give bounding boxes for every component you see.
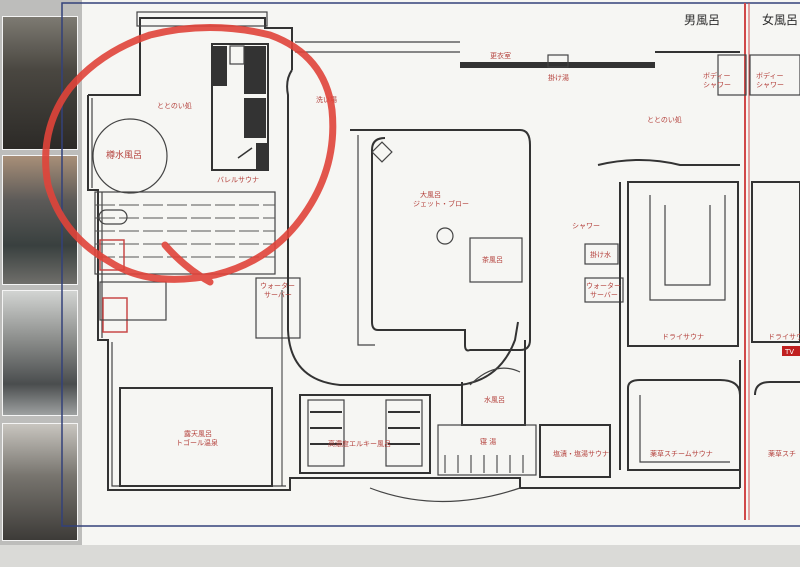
- barrel-sauna-bench-3: [244, 98, 266, 138]
- deck-tub: [98, 209, 128, 225]
- outdoor-photo: [2, 290, 78, 416]
- water-server-left-l1: ウォーター: [260, 281, 295, 290]
- main-bath: [350, 129, 531, 352]
- energy-bath: [299, 394, 431, 474]
- water-server-left-l2: サーバー: [264, 291, 292, 299]
- barrel-sauna-stove: [229, 45, 245, 65]
- totonoi-right-wall: [597, 159, 740, 166]
- main-bath-l1: 大風呂: [420, 190, 441, 199]
- body-shower-men-label: ボディー シャワー: [703, 71, 733, 89]
- dry-sauna-bench: [649, 195, 726, 301]
- water-server-box: [255, 277, 301, 339]
- main-bath-jet: [371, 141, 393, 163]
- totonoi-right-label: ととのい処: [647, 115, 682, 124]
- body-shower-men-l1: ボディー: [703, 71, 731, 80]
- body-shower-women-l1: ボディー: [756, 71, 784, 80]
- outdoor-bath-l1: 露天風呂: [184, 430, 212, 438]
- main-bath-l2: ジェット・ブロー: [413, 199, 469, 208]
- tv-mark: [782, 346, 800, 356]
- outer-wall: [87, 17, 741, 491]
- energy-bath-label: 高濃度エルキー風呂: [328, 439, 391, 448]
- body-shower-men-l2: シャワー: [703, 81, 731, 89]
- barrel-cold-bath: [92, 118, 168, 194]
- dry-sauna-women-label: ドライサウ: [768, 333, 800, 341]
- kakemizu-box: [584, 243, 619, 265]
- water-server-right-box: [584, 277, 624, 303]
- body-shower-women-l2: シャワー: [756, 81, 784, 89]
- barrel-cold-bath-label: 樽水風呂: [106, 149, 142, 161]
- map-sheet: [82, 0, 800, 545]
- map-frame: [61, 2, 800, 527]
- dry-sauna-label: ドライサウナ: [662, 333, 704, 341]
- main-bath-fountain: [436, 227, 454, 245]
- board-edge: [0, 545, 800, 567]
- tea-bath-label: 茶風呂: [482, 255, 503, 264]
- body-shower-booth: [717, 54, 747, 96]
- totonoi-left-label: ととのい処: [157, 101, 192, 110]
- womens-bath-heading: 女風呂: [762, 12, 798, 27]
- washing-area-label: 洗い場: [316, 95, 337, 104]
- body-shower-women-label: ボディー シャワー: [756, 71, 786, 89]
- outdoor-bath-l2: トゴール温泉: [176, 438, 218, 447]
- outdoor-bath-label: 露天風呂 トゴール温泉: [176, 430, 218, 447]
- lounge-photo: [2, 16, 78, 150]
- womens-shower-booth: [749, 54, 800, 96]
- changing-room-wall: [460, 62, 655, 68]
- small-bath-block: [99, 281, 167, 321]
- main-bath-label: 大風呂 ジェット・ブロー: [413, 190, 469, 208]
- barrel-sauna-bench-2: [244, 46, 266, 94]
- kakemizu-label: 掛け水: [590, 250, 611, 259]
- water-server-right-l1: ウォーター: [586, 281, 621, 290]
- herbal-steam-label: 薬草スチームサウナ: [650, 449, 713, 458]
- tea-bath: [469, 237, 523, 283]
- water-server-right-label: ウォーター サーバー: [586, 281, 623, 299]
- highlight-circle: [42, 24, 337, 286]
- water-server-left-label: ウォーター サーバー: [260, 281, 297, 299]
- herbal-steam-sauna: [627, 379, 741, 471]
- water-server-right-l2: サーバー: [590, 291, 618, 299]
- barrel-sauna-bench-1: [213, 46, 227, 86]
- kakeyu-label: 掛け湯: [548, 73, 569, 82]
- herbal-steam-women-label: 薬草スチ: [768, 449, 796, 458]
- salt-sauna: [539, 424, 611, 478]
- locker-photo: [2, 423, 78, 541]
- barrel-sauna-bench-4: [256, 143, 268, 169]
- barrel-sauna-door: [237, 147, 253, 159]
- womens-steam: [754, 381, 800, 396]
- nanyu-label: 寝 湯: [480, 437, 496, 446]
- bottom-deck-arc: [369, 487, 521, 503]
- nanyu: [437, 424, 537, 476]
- womens-dry-sauna: [751, 181, 800, 343]
- tv-label: TV: [784, 348, 794, 356]
- kakeyu-basin: [547, 54, 569, 68]
- salt-sauna-label: 塩漬・塩湯サウナ: [553, 449, 609, 458]
- small-bath-b: [102, 297, 128, 333]
- dry-sauna: [627, 181, 739, 347]
- washing-area-wall: [286, 69, 519, 386]
- water-bath-label: 水風呂: [484, 395, 505, 404]
- outdoor-bath: [119, 387, 273, 487]
- barrel-sauna-label: バレルサウナ: [217, 176, 259, 184]
- shower-label: シャワー: [572, 222, 600, 230]
- changing-room-label: 更衣室: [490, 51, 511, 60]
- barrel-sauna: [211, 43, 269, 171]
- deck: [94, 191, 276, 275]
- mens-bath-heading: 男風呂: [684, 13, 720, 27]
